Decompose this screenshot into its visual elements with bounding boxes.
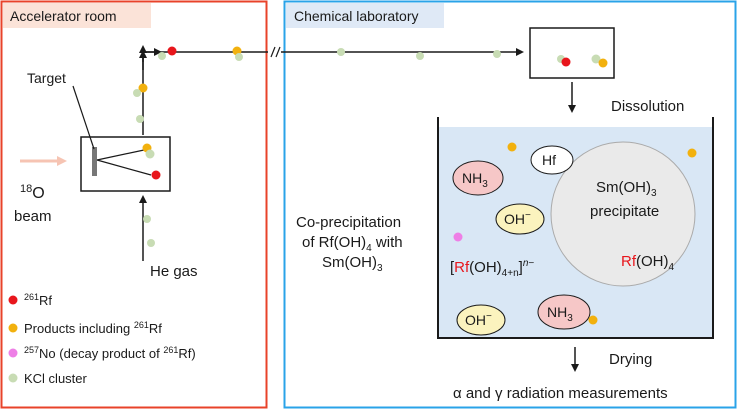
kcl-particle <box>145 149 155 159</box>
accelerator-room-title: Accelerator room <box>10 8 117 24</box>
kcl-particle <box>591 54 601 64</box>
drying-label: Drying <box>609 351 652 368</box>
legend-label-kcl: KCl cluster <box>24 371 88 386</box>
coprecip-line-1: Co-precipitation <box>296 214 401 231</box>
legend-swatch-rf261 <box>8 295 18 305</box>
precipitate-circle <box>550 141 696 287</box>
product-particle <box>588 315 598 325</box>
chemical-laboratory-tab <box>286 3 444 28</box>
legend-swatch-kcl <box>8 373 18 383</box>
transport-line-break-mark <box>270 46 281 58</box>
legend: 261Rf Products including 261Rf 257No (de… <box>8 292 196 386</box>
coprecipitation-description: Co-precipitation of Rf(OH)4 with Sm(OH)3 <box>296 214 403 274</box>
legend-swatch-products <box>8 323 18 333</box>
accelerator-room-border <box>0 0 268 409</box>
chemical-laboratory-panel: Chemical laboratory <box>283 0 737 409</box>
measurements-label: α and γ radiation measurements <box>453 385 668 402</box>
oh-label-bottom: OH− <box>465 311 492 328</box>
legend-label-no257: 257No (decay product of 261Rf) <box>24 345 196 361</box>
dissolution-label: Dissolution <box>611 98 684 115</box>
target-foil <box>92 147 97 176</box>
transport-line-upper-left <box>142 51 268 135</box>
kcl-particle <box>133 89 141 97</box>
oh-bubble-middle <box>495 203 545 235</box>
rf-particle <box>151 170 161 180</box>
chemical-laboratory-border <box>283 0 737 409</box>
accelerator-room-tab <box>3 3 151 28</box>
kcl-particle <box>416 52 424 60</box>
recoil-line-2 <box>96 159 152 176</box>
rf-oh4-in-precipitate: Rf(OH)4 <box>621 253 675 273</box>
particles <box>133 46 697 325</box>
transport-line <box>139 45 524 135</box>
beam: 18O beam <box>14 156 67 225</box>
no-particle <box>453 232 463 242</box>
accelerator-room-panel: Accelerator room <box>0 0 268 409</box>
beaker-walls <box>437 117 714 339</box>
nh3-label-bottom: NH3 <box>547 304 573 324</box>
rf-particle <box>167 46 177 56</box>
beaker: Sm(OH)3 precipitate Rf(OH)4 NH3 Hf OH− [… <box>437 117 714 339</box>
target-pointer <box>72 85 95 150</box>
hf-label: Hf <box>542 152 556 168</box>
legend-label-products: Products including 261Rf <box>24 320 162 336</box>
kcl-particle <box>493 50 501 58</box>
he-gas-inlet: He gas <box>139 195 198 280</box>
beam-isotope-label: 18O <box>20 183 45 202</box>
oh-label-middle: OH− <box>504 210 531 227</box>
recoil-line-1 <box>96 149 145 161</box>
kcl-particle <box>143 215 151 223</box>
coprecip-line-2: of Rf(OH)4 with <box>302 234 403 254</box>
legend-swatch-no257 <box>8 348 18 358</box>
kcl-particle <box>337 48 345 56</box>
rf-particle <box>561 57 571 67</box>
rf-complex-label: [Rf(OH)4+n]n− <box>450 258 534 279</box>
coprecip-line-3: Sm(OH)3 <box>322 254 383 274</box>
beam-word-label: beam <box>14 208 52 225</box>
target-label: Target <box>27 70 66 86</box>
product-particle <box>598 58 608 68</box>
nh3-bubble-bottom <box>537 294 591 330</box>
oh-bubble-bottom <box>456 304 506 336</box>
chemical-laboratory-title: Chemical laboratory <box>294 8 419 24</box>
product-particle <box>687 148 697 158</box>
collection-box-rect <box>529 27 615 79</box>
product-particle <box>138 83 148 93</box>
kcl-particle <box>136 115 144 123</box>
precipitate-label-line2: precipitate <box>590 203 659 220</box>
dissolution-step: Dissolution <box>568 82 684 115</box>
nh3-label-top: NH3 <box>462 170 488 190</box>
he-gas-label: He gas <box>150 263 198 280</box>
nh3-bubble-top <box>452 160 504 196</box>
hf-bubble <box>530 145 574 175</box>
product-particle <box>507 142 517 152</box>
kcl-particle <box>235 53 243 61</box>
target-chamber: Target <box>27 70 171 192</box>
kcl-particle <box>147 239 155 247</box>
precipitate-label-line1: Sm(OH)3 <box>596 179 657 199</box>
legend-label-rf261: 261Rf <box>24 292 52 308</box>
kcl-particle <box>158 52 166 60</box>
drying-step: Drying α and γ radiation measurements <box>453 347 668 402</box>
collection-box <box>529 27 615 79</box>
